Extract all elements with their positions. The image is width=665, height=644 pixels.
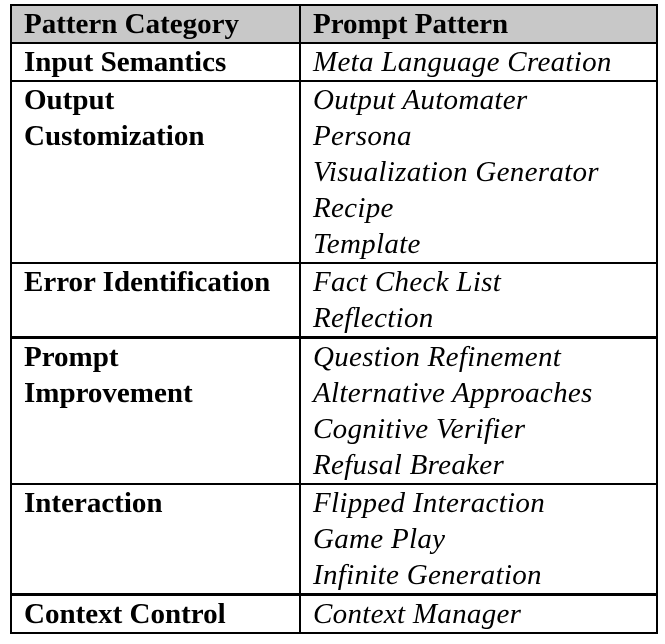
category-cell: Prompt Improvement — [10, 336, 301, 484]
header-row: Pattern Category Prompt Pattern — [10, 4, 658, 44]
category-cell: Input Semantics — [10, 42, 301, 81]
pattern-cell: Output Automater Persona Visualization G… — [299, 80, 658, 263]
pattern-item: Question Refinement — [313, 341, 562, 373]
pattern-item: Reflection — [313, 302, 434, 334]
pattern-item: Template — [313, 228, 421, 260]
pattern-cell: Context Manager — [299, 593, 658, 634]
pattern-cell: Flipped Interaction Game Play Infinite G… — [299, 483, 658, 595]
pattern-item: Meta Language Creation — [313, 46, 612, 78]
category-cell: Output Customization — [10, 80, 301, 263]
pattern-item: Visualization Generator — [313, 156, 599, 188]
pattern-item: Cognitive Verifier — [313, 413, 526, 445]
table-row: Output Customization Output Automater Pe… — [10, 80, 658, 263]
pattern-item: Flipped Interaction — [313, 487, 546, 519]
category-cell: Interaction — [10, 483, 301, 595]
category-cell: Error Identification — [10, 262, 301, 338]
table-row: Interaction Flipped Interaction Game Pla… — [10, 483, 658, 595]
category-cell: Context Control — [10, 593, 301, 634]
table-header: Pattern Category Prompt Pattern — [10, 4, 658, 44]
table-row: Context Control Context Manager — [10, 593, 658, 634]
pattern-item: Context Manager — [313, 598, 522, 630]
table-row: Error Identification Fact Check List Ref… — [10, 262, 658, 338]
pattern-cell: Fact Check List Reflection — [299, 262, 658, 338]
pattern-item: Recipe — [313, 192, 394, 224]
header-category: Pattern Category — [10, 4, 301, 44]
table-row: Input Semantics Meta Language Creation — [10, 42, 658, 81]
header-pattern: Prompt Pattern — [299, 4, 658, 44]
pattern-item: Refusal Breaker — [313, 449, 505, 481]
pattern-item: Persona — [313, 120, 412, 152]
pattern-item: Output Automater — [313, 84, 528, 116]
pattern-item: Game Play — [313, 523, 446, 555]
pattern-cell: Meta Language Creation — [299, 42, 658, 81]
pattern-item: Fact Check List — [313, 266, 502, 298]
pattern-item: Alternative Approaches — [313, 377, 593, 409]
prompt-pattern-table: Pattern Category Prompt Pattern Input Se… — [10, 4, 658, 634]
table-row: Prompt Improvement Question Refinement A… — [10, 336, 658, 484]
pattern-item: Infinite Generation — [313, 559, 542, 591]
pattern-cell: Question Refinement Alternative Approach… — [299, 336, 658, 484]
